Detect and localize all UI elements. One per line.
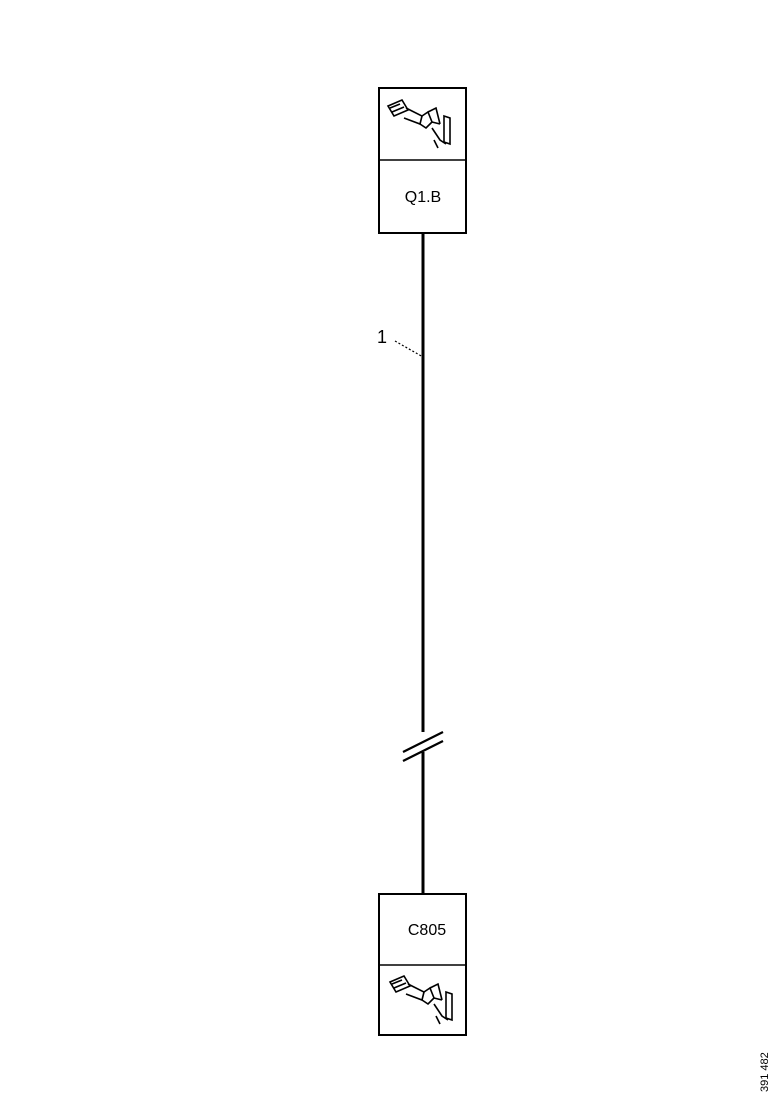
terminal-pin-icon <box>388 974 453 1025</box>
connector-top: Q1.B <box>378 87 467 234</box>
connector-top-label: Q1.B <box>405 189 441 206</box>
connector-bottom-label: C805 <box>408 922 446 939</box>
reference-code: 391 482 <box>759 1052 771 1092</box>
wire-number-callout: 1 <box>377 327 424 358</box>
connector-bottom: C805 <box>378 893 467 1036</box>
terminal-pin-icon <box>386 98 451 149</box>
wire-number-leader <box>394 340 424 358</box>
wire-number: 1 <box>377 327 387 347</box>
wire-break-marker <box>402 731 444 762</box>
